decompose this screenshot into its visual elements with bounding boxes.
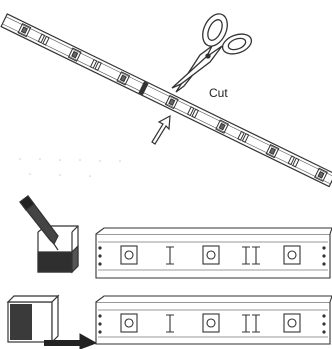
led-strip-segment-2 — [95, 295, 332, 345]
diagonal-strip-components — [17, 22, 328, 182]
arrow-right-icon — [44, 333, 98, 349]
glue-container — [37, 225, 79, 274]
cut-label: Cut — [209, 86, 228, 100]
scissors-icon — [171, 13, 253, 93]
arrow-up-icon — [151, 114, 171, 145]
led-strip-segment-1 — [95, 227, 332, 279]
heat-shrink-box — [6, 294, 60, 344]
cut-point-pads — [138, 81, 149, 96]
diagonal-led-strip — [0, 13, 332, 188]
dropper-icon — [19, 195, 59, 251]
divider-dots — [19, 158, 121, 177]
